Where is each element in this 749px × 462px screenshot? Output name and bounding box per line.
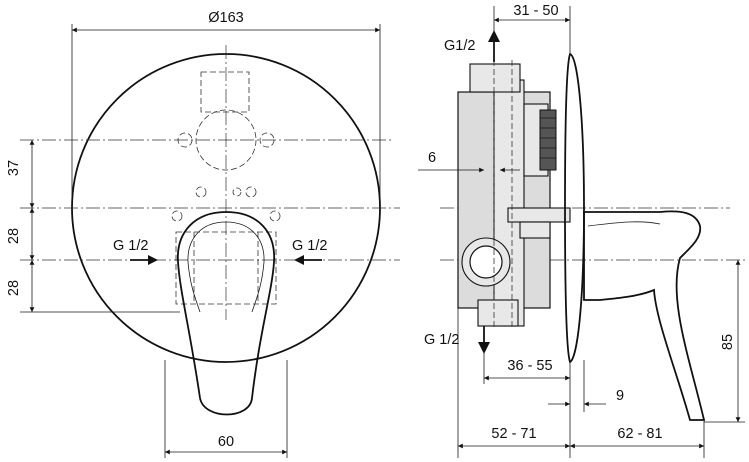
inlet-left-label: G 1/2 bbox=[113, 238, 148, 254]
front-view: Ø163 37 28 28 G 1/2 G 1/2 60 bbox=[6, 10, 400, 458]
inlet-left-arrow bbox=[148, 255, 158, 265]
inlet-port-inner bbox=[469, 245, 503, 279]
outlet-bottom-arrow bbox=[478, 342, 490, 354]
outlet-top-label: G1/2 bbox=[444, 38, 475, 54]
dimension-31-50-label: 31 - 50 bbox=[513, 3, 558, 19]
spindle bbox=[507, 207, 571, 223]
dimension-52-71-label: 52 - 71 bbox=[491, 426, 536, 442]
side-view: G1/2 G 1/2 31 - 50 6 36 - 55 9 52 - 71 bbox=[418, 3, 745, 458]
lever-handle-side bbox=[583, 210, 706, 421]
inlet-right-label: G 1/2 bbox=[292, 238, 327, 254]
lever-handle-front bbox=[177, 211, 275, 416]
dimension-85-label: 85 bbox=[720, 334, 736, 350]
dimension-9-label: 9 bbox=[616, 388, 624, 404]
dimension-62-81-label: 62 - 81 bbox=[617, 426, 662, 442]
dimension-diameter-label: Ø163 bbox=[208, 10, 243, 26]
mounting-bracket bbox=[493, 79, 525, 327]
hidden-body-outline bbox=[171, 71, 281, 305]
dimension-37-label: 37 bbox=[6, 160, 22, 176]
bottom-outlet-fitting bbox=[477, 299, 519, 327]
top-outlet-fitting bbox=[469, 63, 521, 93]
inlet-right-arrow bbox=[294, 255, 304, 265]
lever-inner-contour bbox=[187, 221, 227, 313]
dimension-60-label: 60 bbox=[218, 434, 234, 450]
outlet-bottom-label: G 1/2 bbox=[424, 332, 459, 348]
cartridge-thread bbox=[539, 109, 557, 171]
dimension-36-55-label: 36 - 55 bbox=[507, 358, 552, 374]
dimension-28-lower-label: 28 bbox=[6, 280, 22, 296]
dimension-6-label: 6 bbox=[428, 150, 436, 166]
dimension-28-upper-label: 28 bbox=[6, 228, 22, 244]
